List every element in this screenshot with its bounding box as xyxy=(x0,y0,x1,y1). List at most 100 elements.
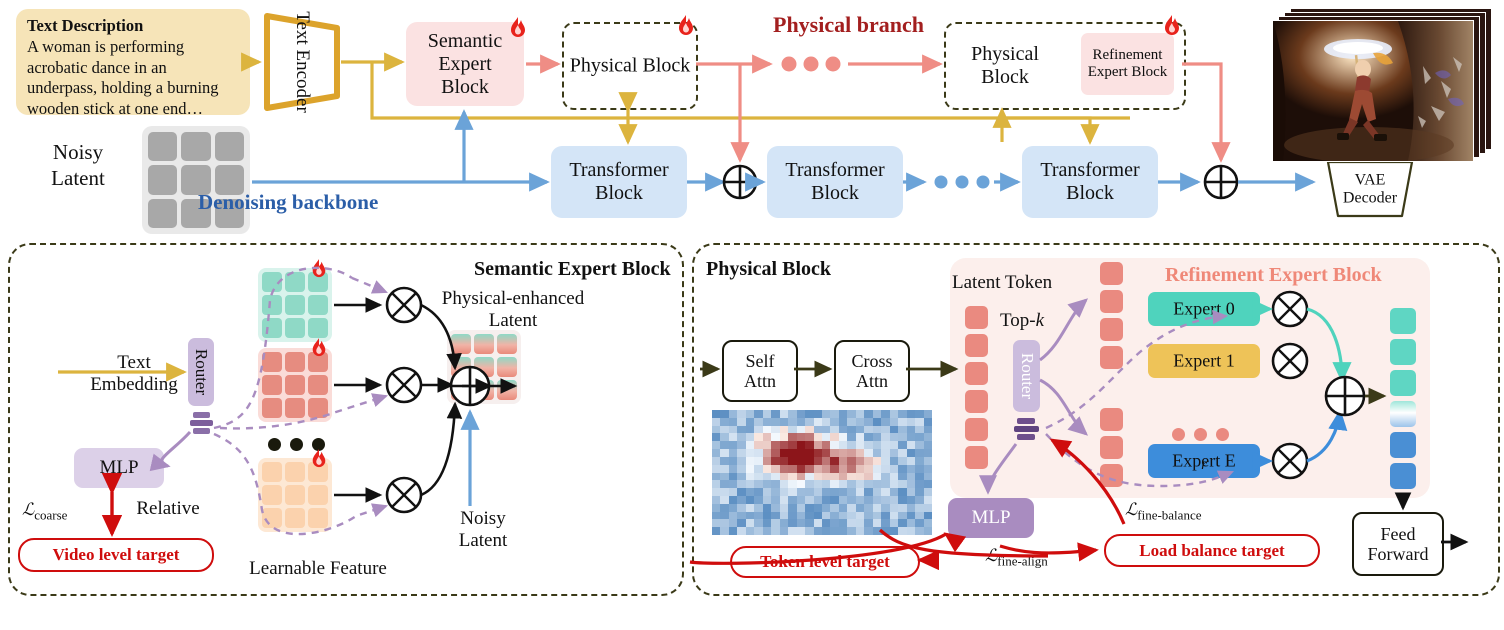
heatmap-cell xyxy=(838,527,848,535)
heatmap-cell xyxy=(712,425,721,434)
semantic-router-weights xyxy=(190,412,214,440)
flame-icon xyxy=(1165,15,1179,35)
heatmap-cell xyxy=(821,464,831,473)
heatmap-cell xyxy=(762,472,772,481)
heatmap-cell xyxy=(889,433,899,442)
heatmap-cell xyxy=(864,449,873,457)
heatmap-cell xyxy=(889,503,899,512)
latent-token-column-expert0 xyxy=(1100,262,1123,369)
heatmap-cell xyxy=(830,425,839,434)
heatmap-cell xyxy=(796,417,806,426)
heatmap-cell xyxy=(745,456,755,465)
heatmap-cell xyxy=(712,527,721,535)
heatmap-cell xyxy=(915,456,924,465)
heatmap-cell xyxy=(805,449,814,457)
heatmap-cell xyxy=(881,519,890,528)
heatmap-cell xyxy=(906,425,916,434)
semantic-expert-block-top[interactable]: Semantic Expert Block xyxy=(406,22,524,106)
heatmap-cell xyxy=(881,433,890,442)
expert-1[interactable]: Expert 1 xyxy=(1148,344,1260,378)
semantic-router[interactable]: Router xyxy=(188,338,214,406)
heatmap-cell xyxy=(838,464,848,473)
heatmap-cell xyxy=(889,488,899,496)
heatmap-cell xyxy=(915,425,924,434)
token-level-target-label: Token level target xyxy=(760,552,890,571)
latent-token-column-input xyxy=(965,306,988,469)
heatmap-cell xyxy=(779,480,789,489)
heatmap-cell xyxy=(771,410,780,418)
refinement-expert-block-top-label: Refinement Expert Block xyxy=(1087,47,1168,80)
heatmap-cell xyxy=(805,480,814,489)
heatmap-cell xyxy=(830,433,839,442)
heatmap-cell xyxy=(898,456,907,465)
heatmap-cell xyxy=(864,511,873,520)
heatmap-cell xyxy=(737,417,746,426)
semantic-expert-block-top-label: Semantic Expert Block xyxy=(427,29,503,98)
transformer-block-3[interactable]: Transformer Block xyxy=(1022,146,1158,218)
transformer-block-2[interactable]: Transformer Block xyxy=(767,146,903,218)
heatmap-cell xyxy=(855,425,865,434)
heatmap-cell xyxy=(838,433,848,442)
heatmap-cell xyxy=(889,456,899,465)
heatmap-cell xyxy=(762,456,772,465)
physical-router[interactable]: Router xyxy=(1013,340,1040,412)
heatmap-cell xyxy=(821,456,831,465)
heatmap-cell xyxy=(847,503,856,512)
heatmap-cell xyxy=(720,410,729,418)
heatmap-cell xyxy=(915,503,924,512)
heatmap-cell xyxy=(788,441,797,450)
heatmap-cell xyxy=(889,511,899,520)
heatmap-cell xyxy=(898,488,907,496)
heatmap-cell xyxy=(864,456,873,465)
heatmap-cell xyxy=(754,488,763,496)
heatmap-cell xyxy=(813,425,822,434)
flame-icon xyxy=(312,259,326,278)
loss-fine-balance-label: ℒfine-balance xyxy=(1125,500,1202,523)
heatmap-cell xyxy=(898,464,907,473)
physical-mlp-label: MLP xyxy=(971,507,1011,528)
heatmap-cell xyxy=(889,527,899,535)
heatmap-cell xyxy=(762,480,772,489)
physical-router-label: Router xyxy=(1017,352,1037,400)
heatmap-cell xyxy=(889,449,899,457)
heatmap-cell xyxy=(728,511,738,520)
semantic-mlp[interactable]: MLP xyxy=(74,448,164,488)
heatmap-cell xyxy=(779,519,789,528)
heatmap-cell xyxy=(838,449,848,457)
heatmap-cell xyxy=(838,441,848,450)
heatmap-cell xyxy=(906,503,916,512)
heatmap-cell xyxy=(762,503,772,512)
heatmap-cell xyxy=(771,433,780,442)
heatmap-cell xyxy=(855,480,865,489)
heatmap-cell xyxy=(838,495,848,504)
output-video-frames xyxy=(1260,8,1500,162)
noisy-latent-label-sem: Noisy Latent xyxy=(458,508,508,551)
transformer-block-1[interactable]: Transformer Block xyxy=(551,146,687,218)
heatmap-cell xyxy=(923,503,932,512)
heatmap-cell xyxy=(813,495,822,504)
refinement-expert-block-top[interactable]: Refinement Expert Block xyxy=(1081,33,1174,95)
heatmap-cell xyxy=(745,410,755,418)
heatmap-cell xyxy=(906,441,916,450)
heatmap-cell xyxy=(720,417,729,426)
heatmap-cell xyxy=(762,488,772,496)
heatmap-cell xyxy=(872,519,882,528)
heatmap-cell xyxy=(881,488,890,496)
heatmap-cell xyxy=(720,433,729,442)
heatmap-cell xyxy=(779,417,789,426)
expert-0[interactable]: Expert 0 xyxy=(1148,292,1260,326)
heatmap-cell xyxy=(847,480,856,489)
heatmap-cell xyxy=(881,456,890,465)
heatmap-cell xyxy=(847,495,856,504)
heatmap-cell xyxy=(712,433,721,442)
heatmap-cell xyxy=(779,425,789,434)
heatmap-cell xyxy=(855,433,865,442)
heatmap-cell xyxy=(745,441,755,450)
physical-mlp[interactable]: MLP xyxy=(948,498,1034,538)
